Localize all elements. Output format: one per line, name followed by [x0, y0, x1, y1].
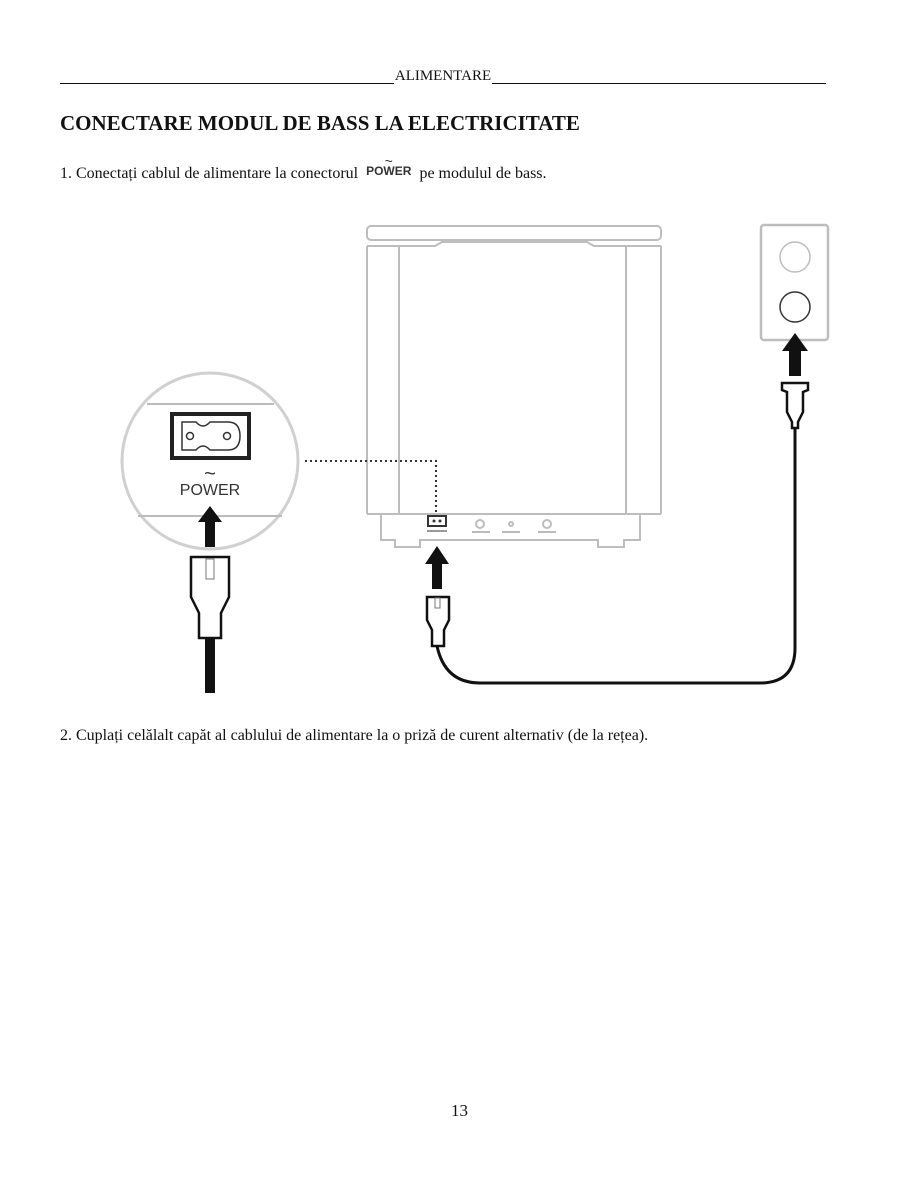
power-icon-label: POWER	[366, 164, 412, 178]
step-1-text-before: 1. Conectați cablul de alimentare la con…	[60, 165, 359, 182]
power-plug-icon-left	[189, 555, 231, 693]
step-1-text-after: pe modulul de bass.	[419, 165, 547, 182]
callout-power-label: POWER	[180, 482, 240, 499]
module-power-connector-icon	[427, 515, 556, 533]
step-1: 1. Conectați cablul de alimentare la con…	[60, 153, 547, 183]
header-rule-left	[60, 69, 394, 84]
up-arrow-icon-middle	[425, 546, 449, 589]
page-number: 13	[451, 1101, 468, 1120]
power-plug-icon-right	[780, 381, 810, 430]
page-header: ALIMENTARE	[60, 68, 827, 84]
power-plug-icon-middle	[425, 428, 797, 685]
callout-ac-symbol: ~	[204, 463, 216, 485]
callout-leader-line	[305, 460, 437, 514]
callout-magnifier: ~ POWER	[120, 371, 300, 551]
wall-outlet-icon	[759, 223, 830, 342]
power-connector-icon: ~ POWER	[366, 153, 412, 178]
header-rule-right	[492, 69, 827, 84]
up-arrow-icon-left	[198, 506, 222, 547]
page-title: CONECTARE MODUL DE BASS LA ELECTRICITATE	[60, 111, 580, 135]
section-title: ALIMENTARE	[394, 68, 492, 84]
ac-symbol: ~	[384, 153, 393, 169]
step-2: 2. Cuplați celălalt capăt al cablului de…	[60, 727, 649, 744]
connection-diagram: ~ POWER	[120, 223, 830, 693]
up-arrow-icon-right	[782, 333, 808, 376]
bass-module-icon	[366, 225, 662, 548]
